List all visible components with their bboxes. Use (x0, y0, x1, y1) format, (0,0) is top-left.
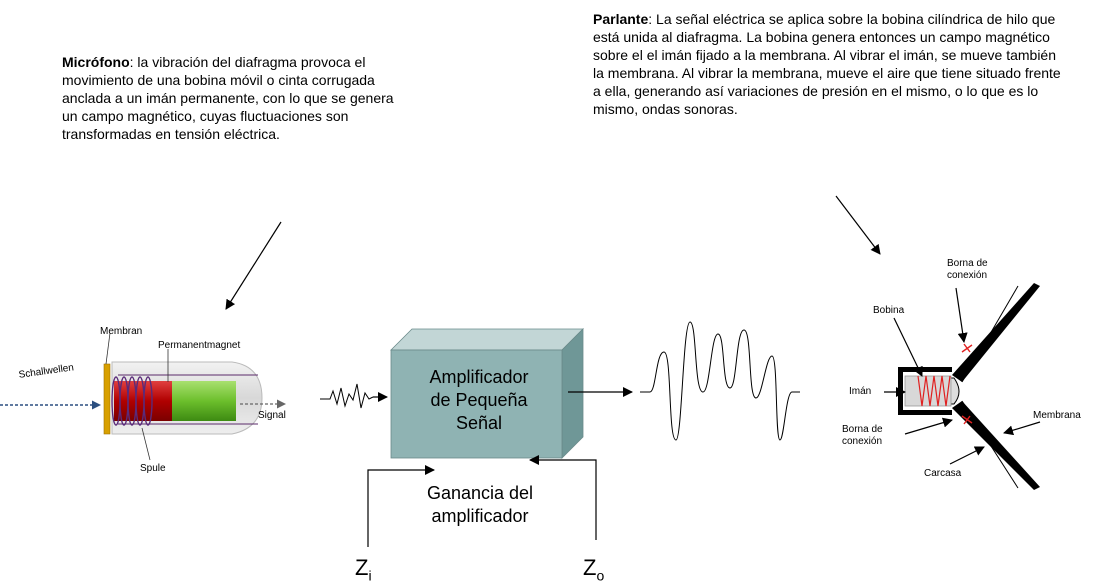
amplifier-label-line2: de Pequeña (430, 390, 528, 410)
zi-main: Z (355, 555, 369, 580)
label-borna-bottom: Borna de conexión (842, 424, 883, 448)
label-iman: Imán (849, 386, 872, 397)
speaker-title: Parlante (593, 11, 649, 27)
label-borna-top-line2: conexión (947, 270, 988, 281)
microphone-pointer-arrow (225, 221, 282, 310)
label-carcasa: Carcasa (924, 468, 962, 479)
label-permanentmagnet: Permanentmagnet (158, 340, 241, 351)
label-borna-bottom-line1: Borna de (842, 424, 883, 435)
input-signal-waveform (320, 383, 374, 409)
zo-label: Zo (583, 555, 604, 583)
label-borna-top: Borna de conexión (947, 258, 988, 282)
speaker-illustration (884, 283, 1041, 490)
label-borna-top-line1: Borna de (947, 258, 988, 269)
microphone-description-text: : la vibración del diafragma provoca el … (62, 54, 394, 142)
speaker-description: Parlante: La señal eléctrica se aplica s… (593, 10, 1063, 118)
label-membrana: Membrana (1033, 410, 1081, 421)
microphone-illustration (0, 332, 286, 461)
amplifier-label: Amplificador de Pequeña Señal (395, 366, 563, 435)
zi-sub: i (368, 567, 372, 584)
zo-main: Z (583, 555, 597, 580)
gain-label-line2: amplificador (431, 506, 529, 526)
amplifier-label-line3: Señal (455, 413, 503, 433)
amplifier-block (390, 328, 584, 459)
gain-label-line1: Ganancia del (426, 483, 534, 503)
output-signal-waveform (640, 321, 800, 441)
label-membran: Membran (100, 326, 143, 337)
amplifier-label-line1: Amplificador (429, 367, 529, 387)
zi-label: Zi (355, 555, 372, 583)
label-bobina: Bobina (873, 305, 905, 316)
microphone-description: Micrófono: la vibración del diafragma pr… (62, 53, 402, 143)
zi-arrow (367, 465, 435, 547)
gain-label: Ganancia del amplificador (380, 482, 580, 528)
speaker-description-text: : La señal eléctrica se aplica sobre la … (593, 11, 1061, 117)
label-signal: Signal (258, 410, 286, 421)
microphone-title: Micrófono (62, 54, 130, 70)
label-spule: Spule (140, 463, 166, 474)
label-borna-bottom-line2: conexión (842, 436, 883, 447)
zo-arrow (529, 455, 597, 540)
speaker-pointer-arrow (835, 195, 881, 255)
zo-sub: o (596, 567, 605, 584)
